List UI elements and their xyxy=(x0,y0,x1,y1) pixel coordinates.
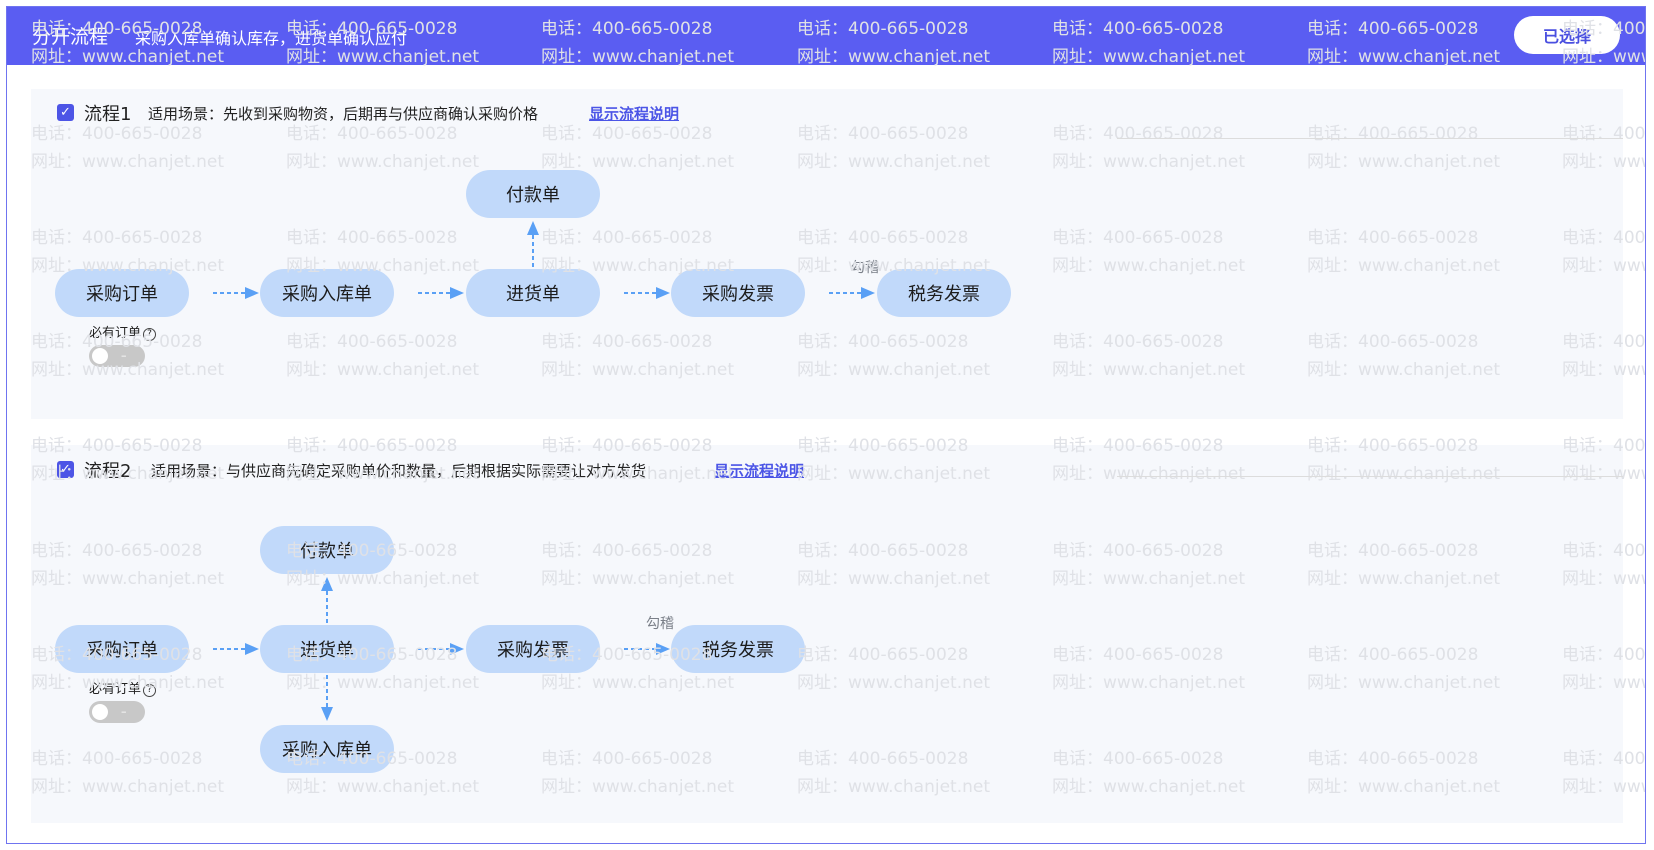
flow1-node-goods-receipt[interactable]: 进货单 xyxy=(466,269,600,317)
toggle-off-mark: – xyxy=(121,349,127,362)
flow2-name: 流程2 xyxy=(84,461,132,482)
flow1-show-description-link[interactable]: 显示流程说明 xyxy=(589,105,680,123)
dashed-arrow-icon xyxy=(829,287,875,299)
flow1-node-warehouse-receipt[interactable]: 采购入库单 xyxy=(260,269,394,317)
flow1-panel: ✓ 流程1 适用场景：先收到采购物资，后期再与供应商确认采购价格 显示流程说明 … xyxy=(31,89,1623,419)
flow1-node-purchase-order[interactable]: 采购订单 xyxy=(55,269,189,317)
dashed-arrow-icon xyxy=(418,643,464,655)
flow1-node-tax-invoice[interactable]: 税务发票 xyxy=(877,269,1011,317)
flow1-node-purchase-invoice[interactable]: 采购发票 xyxy=(671,269,805,317)
check-icon: ✓ xyxy=(60,105,71,120)
flow2-node-tax-invoice[interactable]: 税务发票 xyxy=(671,625,805,673)
toggle-knob xyxy=(92,704,108,720)
flow1-scene: 适用场景：先收到采购物资，后期再与供应商确认采购价格 xyxy=(148,105,539,123)
flow1-name: 流程1 xyxy=(84,104,132,125)
watermark-divider xyxy=(1117,476,1623,477)
flow2-gouji-label: 勾稽 xyxy=(646,616,674,632)
page-subtitle: 采购入库单确认库存，进货单确认应付 xyxy=(135,29,408,48)
flow1-required-order-label: 必有订单? xyxy=(89,322,157,341)
flow2-node-goods-receipt[interactable]: 进货单 xyxy=(260,625,394,673)
flow1-node-payment[interactable]: 付款单 xyxy=(466,170,600,218)
dashed-arrow-icon xyxy=(418,287,464,299)
flow2-node-warehouse-receipt[interactable]: 采购入库单 xyxy=(260,725,394,773)
flow1-checkbox[interactable]: ✓ xyxy=(57,104,74,121)
page-title: 分开流程 xyxy=(32,26,109,48)
process-dialog: 分开流程 采购入库单确认库存，进货单确认应付 已选择 ✓ 流程1 适用场景：先收… xyxy=(6,6,1646,844)
flow2-panel: ✓ 流程2 适用场景：与供应商先确定采购单价和数量，后期根据实际需要让对方发货 … xyxy=(31,445,1623,823)
dashed-arrow-up-icon xyxy=(527,221,539,267)
flow1-required-order-toggle[interactable]: – xyxy=(89,345,145,367)
flow2-required-order-label: 必有订单? xyxy=(89,678,157,697)
flow2-show-description-link[interactable]: 显示流程说明 xyxy=(714,462,805,480)
flow2-node-purchase-invoice[interactable]: 采购发票 xyxy=(466,625,600,673)
dashed-arrow-up-icon xyxy=(321,577,333,623)
question-circle-icon[interactable]: ? xyxy=(143,328,157,341)
dialog-header: 分开流程 采购入库单确认库存，进货单确认应付 已选择 xyxy=(7,7,1645,65)
flow2-node-purchase-order[interactable]: 采购订单 xyxy=(55,625,189,673)
dashed-arrow-icon xyxy=(624,287,670,299)
question-circle-icon[interactable]: ? xyxy=(143,684,157,697)
toggle-knob xyxy=(92,348,108,364)
selected-button[interactable]: 已选择 xyxy=(1514,16,1620,54)
flow2-scene: 适用场景：与供应商先确定采购单价和数量，后期根据实际需要让对方发货 xyxy=(151,462,647,480)
check-icon: ✓ xyxy=(60,462,71,477)
flow2-node-payment[interactable]: 付款单 xyxy=(260,526,394,574)
dashed-arrow-icon xyxy=(624,643,670,655)
watermark-divider xyxy=(1117,138,1623,139)
flow1-gouji-label: 勾稽 xyxy=(851,260,879,276)
dashed-arrow-icon xyxy=(213,287,259,299)
flow2-checkbox[interactable]: ✓ xyxy=(57,461,74,478)
flow2-required-order-toggle[interactable]: – xyxy=(89,701,145,723)
dashed-arrow-down-icon xyxy=(321,675,333,721)
dashed-arrow-icon xyxy=(213,643,259,655)
toggle-off-mark: – xyxy=(121,705,127,718)
